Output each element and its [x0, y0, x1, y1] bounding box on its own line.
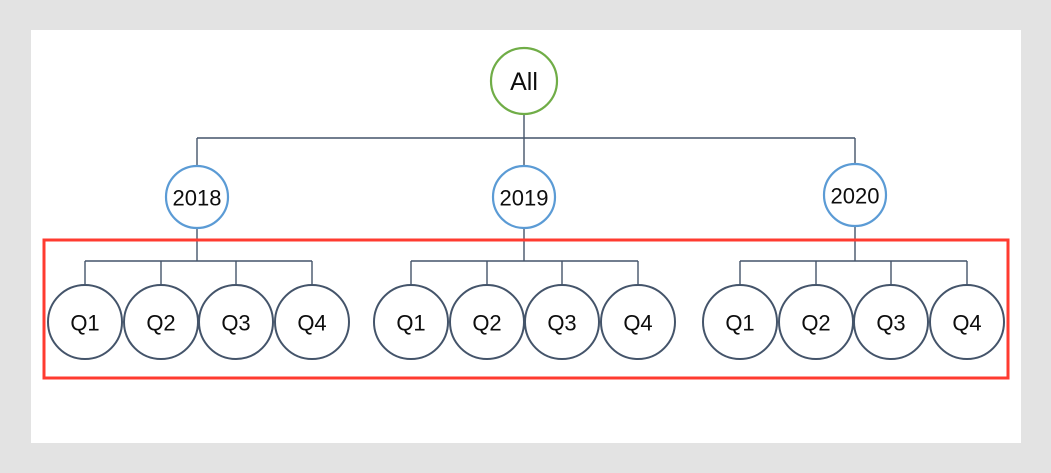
node-2018-q2-label: Q2 [146, 311, 175, 336]
node-year-2018[interactable]: 2018 [164, 164, 230, 230]
node-2020-q1[interactable]: Q1 [702, 284, 778, 360]
node-2018-q3[interactable]: Q3 [198, 284, 274, 360]
year-2020-to-quarters-connectors [739, 226, 968, 285]
node-year-2018-label: 2018 [173, 186, 222, 211]
node-2019-q4-label: Q4 [623, 311, 652, 336]
node-2019-q4[interactable]: Q4 [600, 284, 676, 360]
node-2019-q3-circle [524, 284, 600, 360]
node-2019-q1-circle [373, 284, 449, 360]
node-2018-q4[interactable]: Q4 [274, 284, 350, 360]
node-year-2020-label: 2020 [831, 184, 880, 209]
node-year-2019-label: 2019 [500, 186, 549, 211]
node-2020-q3-label: Q3 [876, 311, 905, 336]
node-year-2019[interactable]: 2019 [491, 164, 557, 230]
node-2020-q4-label: Q4 [952, 311, 981, 336]
node-2020-q1-circle [702, 284, 778, 360]
node-2019-q4-circle [600, 284, 676, 360]
node-2020-q4[interactable]: Q4 [929, 284, 1005, 360]
node-2018-q3-circle [198, 284, 274, 360]
node-2018-q1-circle [47, 284, 123, 360]
node-2018-q4-label: Q4 [297, 311, 326, 336]
node-2018-q2[interactable]: Q2 [123, 284, 199, 360]
node-2018-q4-circle [274, 284, 350, 360]
node-2019-q1-label: Q1 [396, 311, 425, 336]
node-2018-q1-label: Q1 [70, 311, 99, 336]
root-to-years-connectors [196, 114, 856, 166]
node-2019-q2-label: Q2 [472, 311, 501, 336]
node-2020-q4-circle [929, 284, 1005, 360]
node-2018-q3-label: Q3 [221, 311, 250, 336]
node-year-2019-circle [491, 164, 557, 230]
node-all-circle [489, 46, 559, 116]
node-year-2018-circle [164, 164, 230, 230]
node-2019-q1[interactable]: Q1 [373, 284, 449, 360]
node-2018-q1[interactable]: Q1 [47, 284, 123, 360]
node-all[interactable]: All [489, 46, 559, 116]
node-2019-q2[interactable]: Q2 [449, 284, 525, 360]
node-all-label: All [510, 68, 538, 96]
node-2019-q3[interactable]: Q3 [524, 284, 600, 360]
quarters-highlight-box [42, 238, 1010, 380]
node-2020-q3[interactable]: Q3 [853, 284, 929, 360]
year-2018-to-quarters-connectors [84, 228, 313, 285]
node-2020-q3-circle [853, 284, 929, 360]
node-2020-q2[interactable]: Q2 [778, 284, 854, 360]
node-year-2020-circle [822, 162, 888, 228]
node-2019-q3-label: Q3 [547, 311, 576, 336]
node-year-2020[interactable]: 2020 [822, 162, 888, 228]
node-2020-q2-label: Q2 [801, 311, 830, 336]
year-2019-to-quarters-connectors [410, 228, 639, 285]
node-2020-q1-label: Q1 [725, 311, 754, 336]
